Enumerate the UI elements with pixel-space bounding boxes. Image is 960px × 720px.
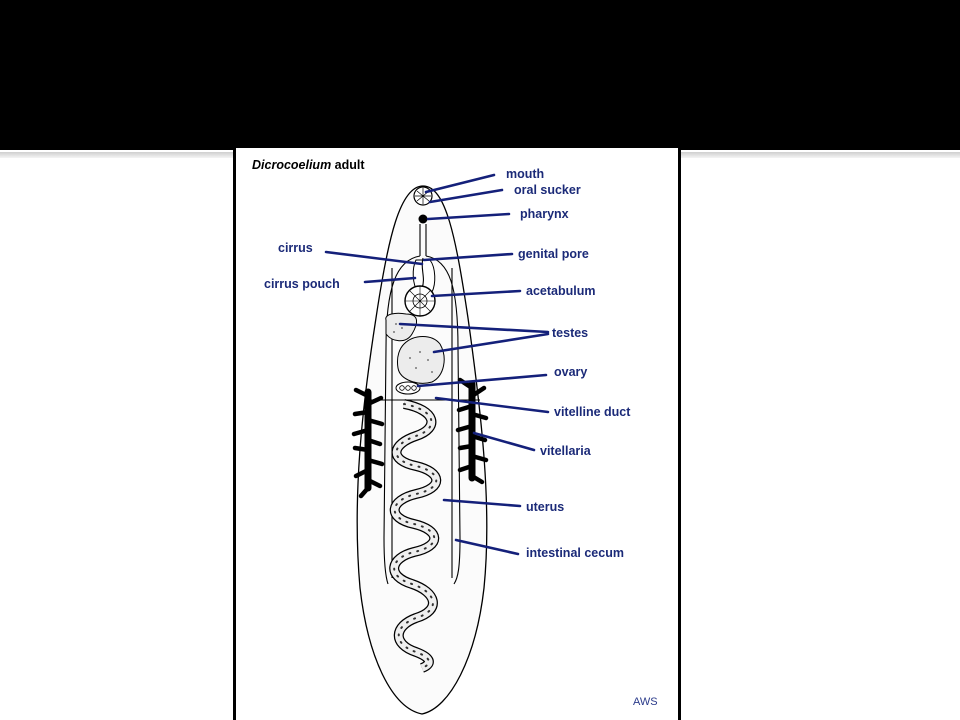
vitellaria-right [455,377,489,485]
label-pharynx: pharynx [520,207,569,221]
label-vitelline-duct: vitelline duct [554,405,631,419]
slide-title-bar [0,0,960,150]
pharynx-shape [418,214,428,224]
figure-canvas: Dicrocoelium adult [236,148,678,720]
label-cirrus: cirrus [278,241,313,255]
label-leaders [324,173,550,556]
label-testes: testes [552,326,588,340]
ovary-shape [395,381,421,395]
label-mouth: mouth [506,167,544,181]
testis-posterior [397,336,445,384]
label-uterus: uterus [526,500,564,514]
label-ovary: ovary [554,365,587,379]
divider-rule-left [0,152,236,158]
testis-anterior [385,312,417,342]
label-cirrus-pouch: cirrus pouch [264,277,340,291]
esophagus [419,224,427,256]
label-genital-pore: genital pore [518,247,589,261]
divider-rule-right [678,152,960,158]
label-intestinal-cecum: intestinal cecum [526,546,624,560]
figure-caption: Dicrocoelium adult [252,158,365,172]
label-acetabulum: acetabulum [526,284,595,298]
label-vitellaria: vitellaria [540,444,592,458]
acetabulum-shape [404,285,436,317]
label-oral-sucker: oral sucker [514,183,581,197]
dicrocoelium-figure: Dicrocoelium adult [233,145,681,720]
figure-credit: AWS [633,696,658,708]
vitellaria-left [351,387,385,499]
anatomy-diagram: Dicrocoelium adult [252,158,658,715]
